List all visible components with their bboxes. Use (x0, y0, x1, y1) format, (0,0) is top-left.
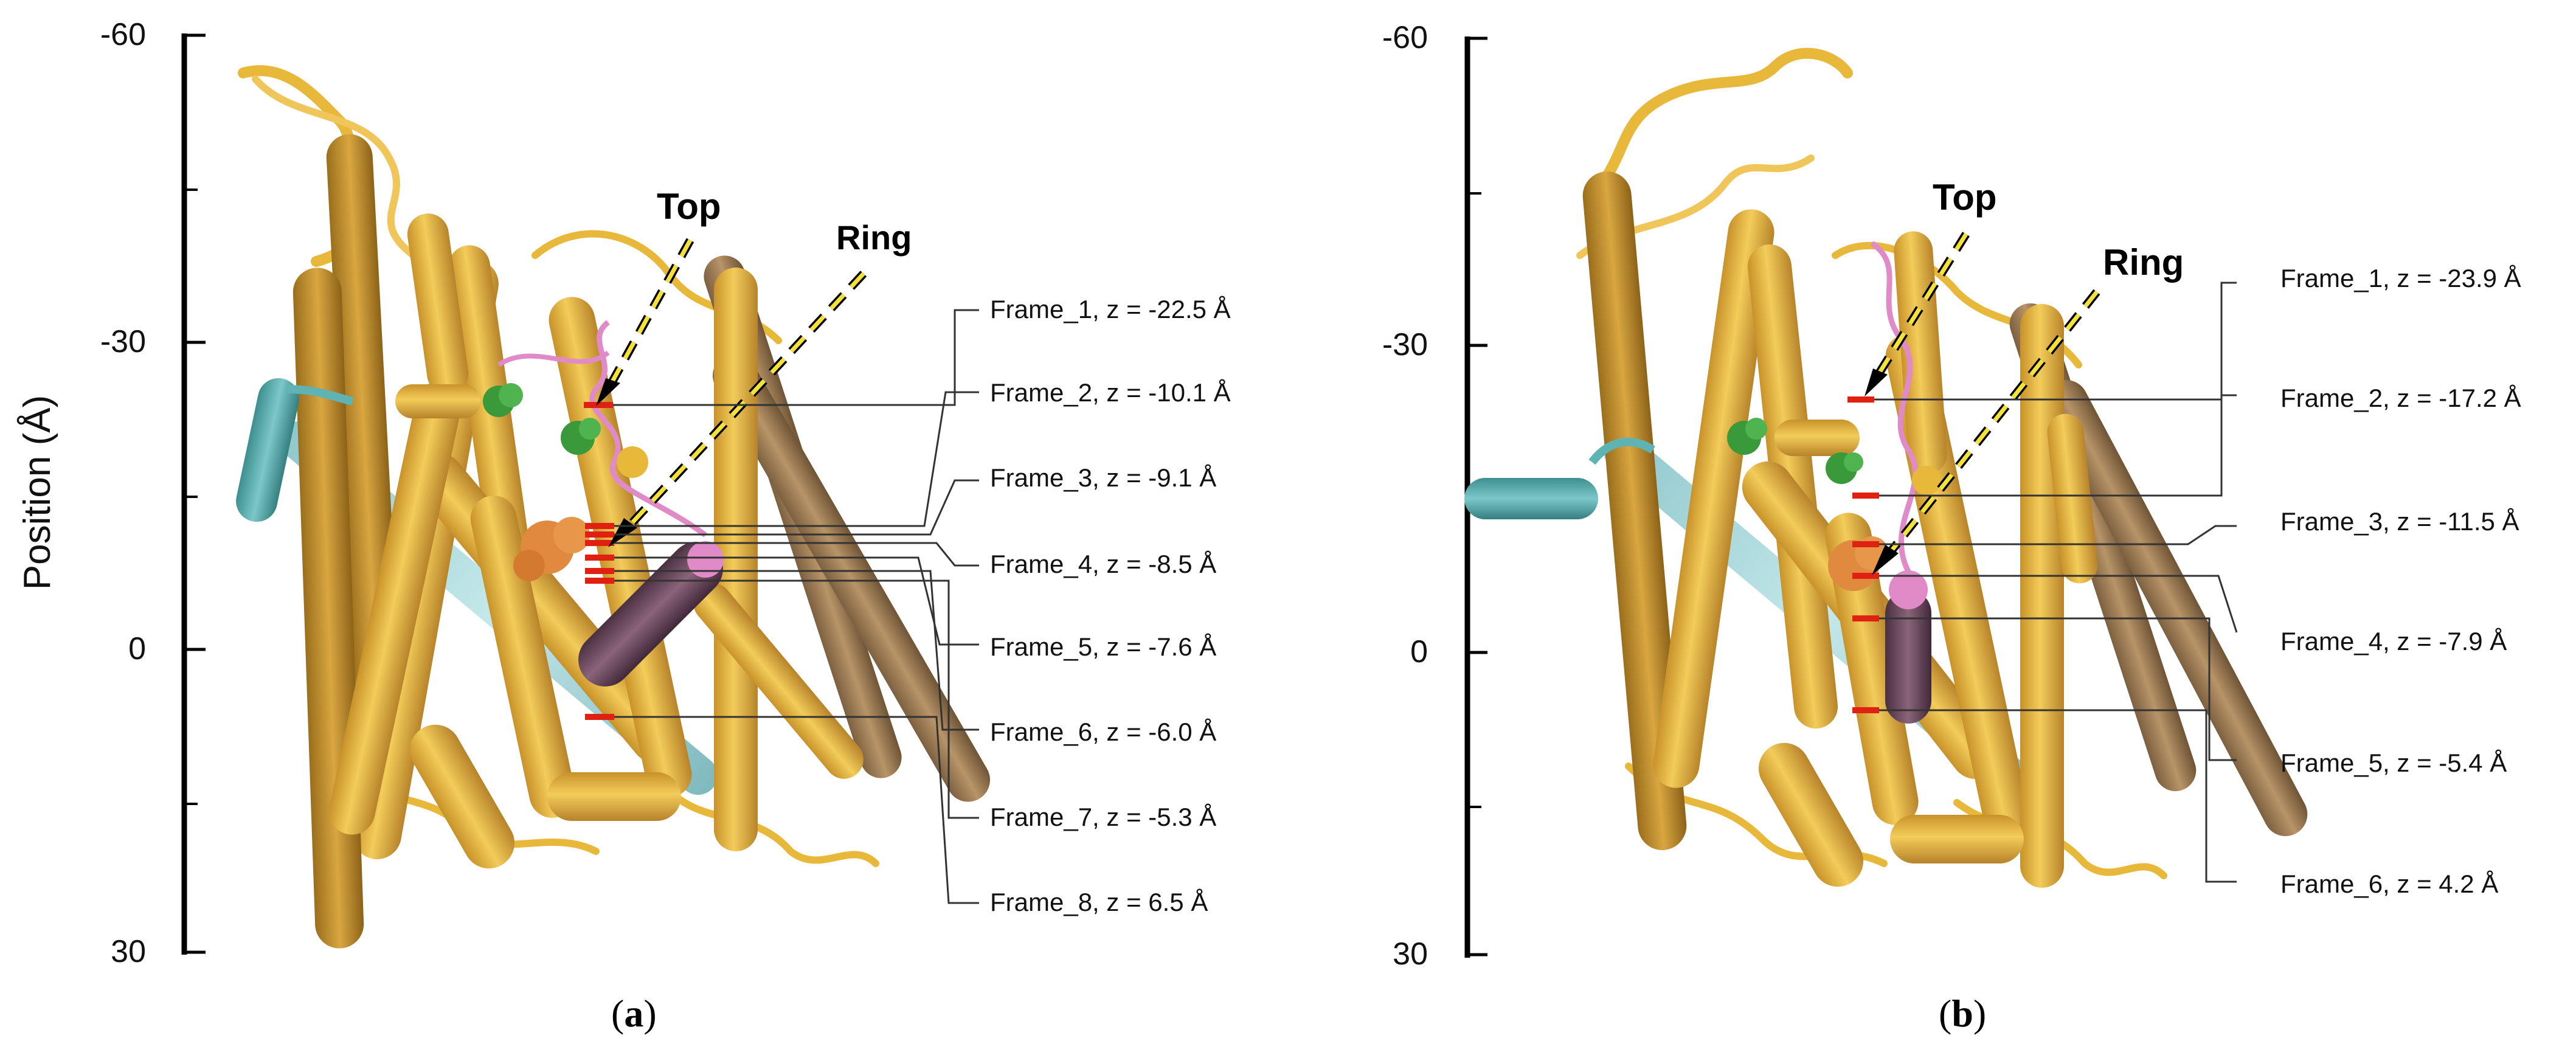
frame-label-8: Frame_8, z = 6.5 Å (990, 888, 1208, 916)
protein-structure (1464, 47, 2308, 888)
frame-label-5: Frame_5, z = -7.6 Å (990, 632, 1216, 661)
frame-label-4: Frame_4, z = -7.9 Å (2280, 627, 2507, 655)
frame-label-5: Frame_5, z = -5.4 Å (2280, 749, 2507, 777)
leader-lines (613, 309, 979, 904)
tick-label-neg30: -30 (100, 324, 146, 359)
frame-label-6: Frame_6, z = -6.0 Å (990, 718, 1216, 746)
tick-label-30: 30 (111, 934, 146, 969)
position-axis (181, 33, 206, 955)
frame-labels: Frame_1, z = -23.9 Å Frame_2, z = -17.2 … (2280, 264, 2521, 898)
caption-b: (b) (1939, 992, 1987, 1035)
axis-title: Position (Å) (16, 395, 58, 590)
frame-markers (1847, 396, 1879, 713)
tick-label-neg60: -60 (100, 17, 146, 52)
frame-label-6: Frame_6, z = 4.2 Å (2280, 870, 2498, 898)
frame-label-7: Frame_7, z = -5.3 Å (990, 803, 1216, 831)
panel-a-figure: -60 -30 0 30 Position (Å) (16, 17, 1231, 969)
frame-label-1: Frame_1, z = -23.9 Å (2280, 264, 2521, 292)
top-arrow (1864, 232, 1970, 396)
frame-label-2: Frame_2, z = -17.2 Å (2280, 384, 2521, 412)
top-arrow (596, 238, 694, 406)
tick-label-0: 0 (128, 631, 146, 666)
frame-markers (584, 402, 614, 720)
tick-label-0: 0 (1410, 634, 1428, 669)
panel-a: -60 -30 0 30 Position (Å) (16, 17, 1231, 1035)
panel-b: -60 -30 0 30 (1288, 0, 2576, 1055)
frame-label-1: Frame_1, z = -22.5 Å (990, 295, 1231, 323)
frame-label-3: Frame_3, z = -9.1 Å (990, 463, 1216, 492)
tick-label-neg60: -60 (1382, 20, 1428, 55)
frame-labels: Frame_1, z = -22.5 Å Frame_2, z = -10.1 … (990, 295, 1231, 916)
frame-label-2: Frame_2, z = -10.1 Å (990, 378, 1231, 407)
panel-b-figure: -60 -30 0 30 (1382, 20, 2521, 972)
tick-label-30: 30 (1393, 936, 1428, 972)
protein-structure (236, 65, 990, 949)
top-arrow-label: Top (657, 186, 721, 227)
ring-arrow-label: Ring (2103, 242, 2184, 283)
frame-label-3: Frame_3, z = -11.5 Å (2280, 507, 2519, 536)
caption-a: (a) (611, 992, 657, 1035)
ring-arrow-label: Ring (836, 218, 912, 257)
top-arrow-label: Top (1933, 177, 1997, 218)
leader-lines (1874, 282, 2238, 883)
ring-arrow (1872, 289, 2100, 575)
tick-label-neg30: -30 (1382, 327, 1428, 362)
frame-label-4: Frame_4, z = -8.5 Å (990, 550, 1216, 578)
